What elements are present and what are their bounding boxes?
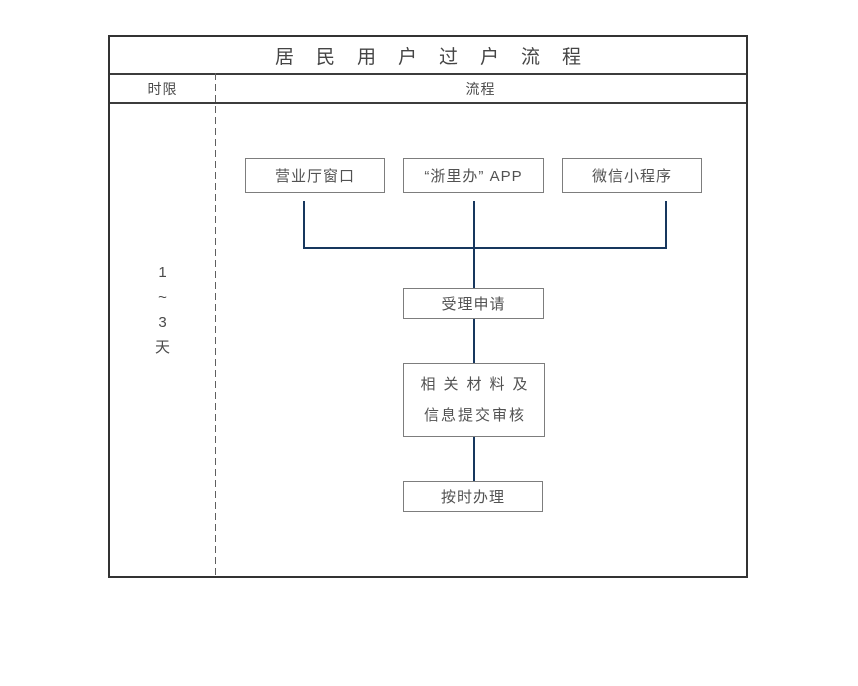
time-limit-line: ~: [158, 289, 167, 306]
header-time-limit: 时限: [147, 80, 178, 97]
column-divider-dashed-line: [215, 73, 216, 576]
channel-box-service-hall: 营业厅窗口: [245, 158, 385, 193]
connector-merge-line: [303, 247, 667, 249]
header-divider-line: [110, 102, 746, 104]
channel-box-wechat-mini-program: 微信小程序: [562, 158, 702, 193]
time-limit-line: 1: [158, 264, 167, 281]
connector-materials-to-handle: [473, 437, 475, 481]
title-row: 居民用户过户流程: [110, 37, 746, 74]
process-table: 居民用户过户流程 时限 流程 1 ~ 3 天 营业厅窗口 “浙里办” APP 微…: [108, 35, 748, 578]
channel-box-zheliban-app: “浙里办” APP: [403, 158, 544, 193]
header-flow: 流程: [465, 80, 496, 97]
connector-center-line: [473, 201, 475, 288]
page-title: 居民用户过户流程: [274, 47, 603, 68]
connector-right-stub: [665, 201, 667, 247]
time-limit-line: 天: [154, 339, 170, 356]
time-limit-line: 3: [158, 314, 167, 331]
title-divider-line: [110, 73, 746, 75]
step-materials-line2: 信息提交审核: [423, 407, 526, 424]
step-box-materials-review: 相关材料及 信息提交审核: [403, 363, 545, 437]
connector-left-stub: [303, 201, 305, 247]
step-materials-line1: 相关材料及: [420, 376, 536, 393]
step-box-handle-on-time: 按时办理: [403, 481, 543, 512]
connector-accept-to-materials: [473, 319, 475, 363]
step-box-accept-application: 受理申请: [403, 288, 544, 319]
time-limit-label: 1 ~ 3 天: [110, 260, 215, 360]
